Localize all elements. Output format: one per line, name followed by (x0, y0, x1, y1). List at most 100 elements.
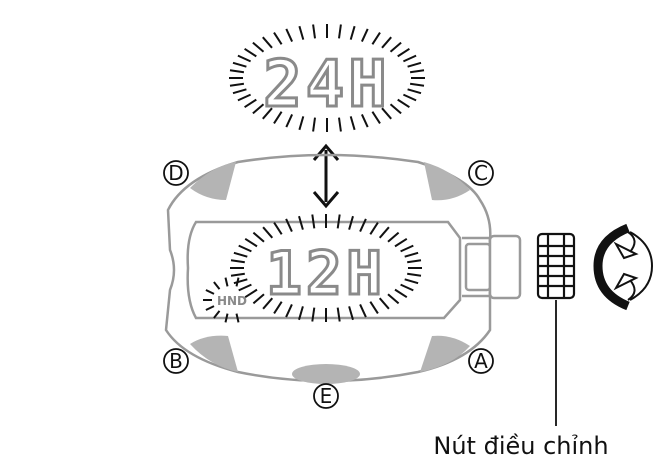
burst-dash (359, 303, 367, 318)
burst-dash (349, 25, 356, 40)
burst-dash (311, 214, 316, 229)
burst-dash (244, 288, 258, 299)
burst-dash (381, 107, 392, 120)
burst-dash (402, 93, 417, 102)
burst-dash (359, 218, 367, 233)
bottom-display-text: 12H (266, 239, 386, 309)
svg-text:A: A (474, 349, 488, 373)
burst-dash (252, 41, 265, 53)
burst-dash (407, 88, 422, 95)
burst-dash (224, 277, 229, 287)
burst-dash (360, 113, 369, 128)
burst-dash (298, 306, 304, 321)
burst-dash (238, 283, 252, 292)
burst-dash (235, 277, 240, 287)
button-a-label: A (468, 348, 494, 374)
burst-dash (394, 237, 408, 248)
top-display-burst (229, 24, 425, 132)
shoulder-top-left (190, 162, 236, 200)
hnd-burst (203, 277, 240, 323)
burst-dash (237, 54, 252, 63)
burst-dash (389, 41, 402, 53)
button-e-label: E (313, 383, 339, 409)
burst-dash (233, 251, 248, 258)
burst-dash (338, 117, 342, 132)
burst-dash (400, 283, 414, 292)
hnd-indicator: HND (217, 294, 247, 308)
burst-dash (397, 47, 410, 58)
svg-text:C: C (474, 161, 488, 185)
burst-dash (394, 288, 408, 299)
button-d-label: D (163, 160, 189, 186)
svg-text:B: B (169, 349, 183, 373)
burst-dash (407, 259, 422, 264)
burst-dash (404, 251, 419, 258)
burst-dash (244, 237, 258, 248)
bottom-display-burst (230, 214, 422, 322)
burst-dash (205, 289, 215, 295)
burst-dash (407, 272, 422, 277)
rotate-icon (593, 223, 654, 311)
burst-dash (349, 116, 356, 131)
svg-text:D: D (168, 161, 183, 185)
burst-dash (205, 305, 215, 311)
burst-dash (285, 218, 293, 233)
burst-dash (378, 297, 390, 310)
burst-dash (237, 93, 252, 102)
burst-dash (381, 36, 392, 49)
burst-dash (369, 222, 379, 235)
burst-dash (312, 117, 316, 132)
burst-dash (400, 244, 414, 253)
crown-enlarged (536, 232, 576, 300)
burst-dash (360, 28, 369, 43)
burst-dash (273, 111, 283, 124)
top-display-text: 24H (263, 48, 391, 122)
burst-dash (273, 32, 283, 45)
burst-dash (232, 61, 247, 68)
burst-dash (213, 310, 221, 319)
burst-dash (262, 297, 274, 310)
svg-text:E: E (320, 384, 333, 408)
burst-dash (262, 36, 273, 49)
button-b-label: B (163, 348, 189, 374)
crown-stem[interactable] (464, 234, 522, 300)
crown-caption: Nút điều chỉnh (433, 432, 608, 460)
burst-dash (273, 301, 283, 314)
burst-dash (273, 222, 283, 235)
burst-dash (402, 54, 417, 63)
burst-dash (371, 111, 381, 124)
button-e-pad[interactable] (292, 364, 360, 384)
burst-dash (262, 226, 274, 239)
burst-dash (371, 32, 381, 45)
burst-dash (285, 303, 293, 318)
burst-dash (338, 24, 342, 39)
burst-dash (312, 24, 316, 39)
burst-dash (404, 278, 419, 285)
burst-dash (298, 215, 304, 230)
burst-dash (397, 98, 410, 109)
burst-dash (378, 226, 390, 239)
burst-dash (348, 306, 354, 321)
burst-dash (233, 278, 248, 285)
burst-dash (407, 61, 422, 68)
burst-dash (230, 272, 245, 277)
burst-dash (224, 313, 229, 323)
burst-dash (285, 113, 294, 128)
burst-dash (298, 116, 305, 131)
burst-dash (409, 69, 425, 74)
shoulder-top-right (424, 162, 470, 201)
burst-dash (230, 259, 245, 264)
burst-dash (229, 82, 245, 87)
burst-dash (213, 281, 221, 290)
burst-dash (336, 214, 341, 229)
case-shoulders (190, 162, 470, 372)
burst-dash (232, 88, 247, 95)
burst-dash (336, 307, 341, 322)
burst-dash (235, 313, 240, 323)
burst-dash (244, 47, 257, 58)
burst-dash (409, 82, 425, 87)
burst-dash (238, 244, 252, 253)
burst-dash (298, 25, 305, 40)
burst-dash (389, 103, 402, 115)
button-c-label: C (468, 160, 494, 186)
